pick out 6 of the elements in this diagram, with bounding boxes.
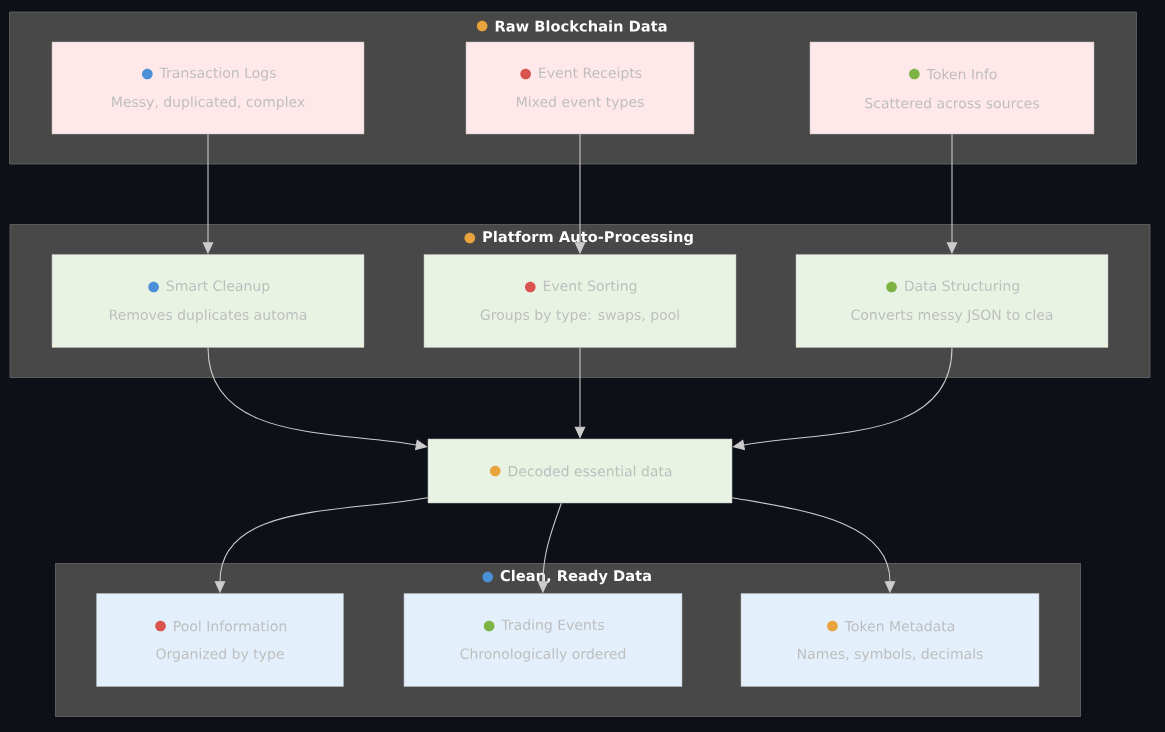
process-box: Event Receipts Mixed event types <box>465 41 695 135</box>
process-box: Token Info Scattered across sources <box>809 41 1095 135</box>
process-box: Pool Information Organized by type <box>96 593 344 687</box>
process-box: Token Metadata Names, symbols, decimals <box>740 593 1040 687</box>
process-box: Trading Events Chronologically ordered <box>403 593 683 687</box>
process-box: Transaction Logs Messy, duplicated, complex <box>51 41 365 135</box>
